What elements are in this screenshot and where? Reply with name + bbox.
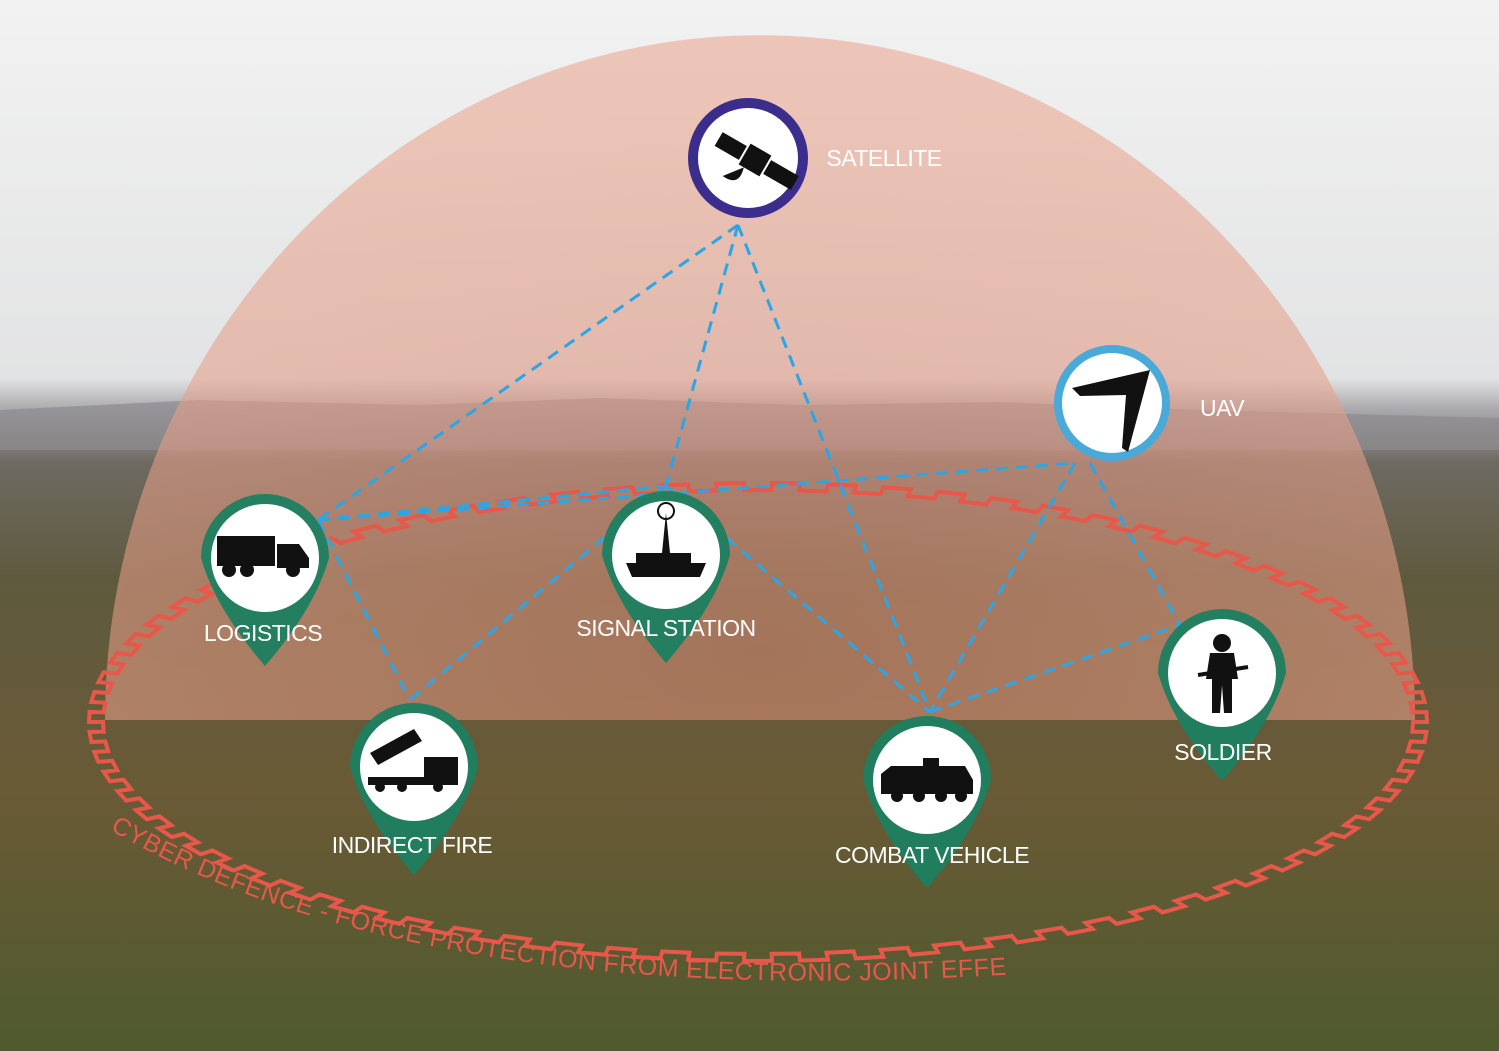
node-signal-station[interactable]: SIGNAL STATION [576, 491, 756, 663]
protection-dome [105, 35, 1415, 721]
logistics-label: LOGISTICS [204, 620, 322, 646]
node-combat-vehicle[interactable]: COMBAT VEHICLE [835, 716, 1030, 888]
rocket-launcher-icon [368, 729, 458, 792]
combat-vehicle-label: COMBAT VEHICLE [835, 842, 1029, 868]
node-indirect-fire[interactable]: INDIRECT FIRE [332, 703, 493, 875]
soldier-icon [1197, 634, 1249, 713]
node-soldier[interactable]: SOLDIER [1158, 609, 1286, 781]
truck-icon [217, 536, 309, 577]
indirect-fire-label: INDIRECT FIRE [332, 832, 493, 858]
node-logistics[interactable]: LOGISTICS [201, 494, 329, 666]
node-satellite[interactable]: SATELLITE [688, 98, 942, 218]
signal-station-label: SIGNAL STATION [576, 615, 755, 641]
communication-links [316, 223, 1182, 714]
uav-label: UAV [1200, 395, 1245, 421]
armored-vehicle-icon [881, 758, 973, 802]
cyber-perimeter-ring [86, 481, 1430, 963]
uav-icon [1072, 370, 1150, 452]
satellite-icon [714, 132, 799, 190]
satellite-label: SATELLITE [826, 145, 941, 171]
antenna-vehicle-icon [626, 502, 706, 577]
soldier-label: SOLDIER [1174, 739, 1271, 765]
node-uav[interactable]: UAV [1054, 345, 1246, 461]
